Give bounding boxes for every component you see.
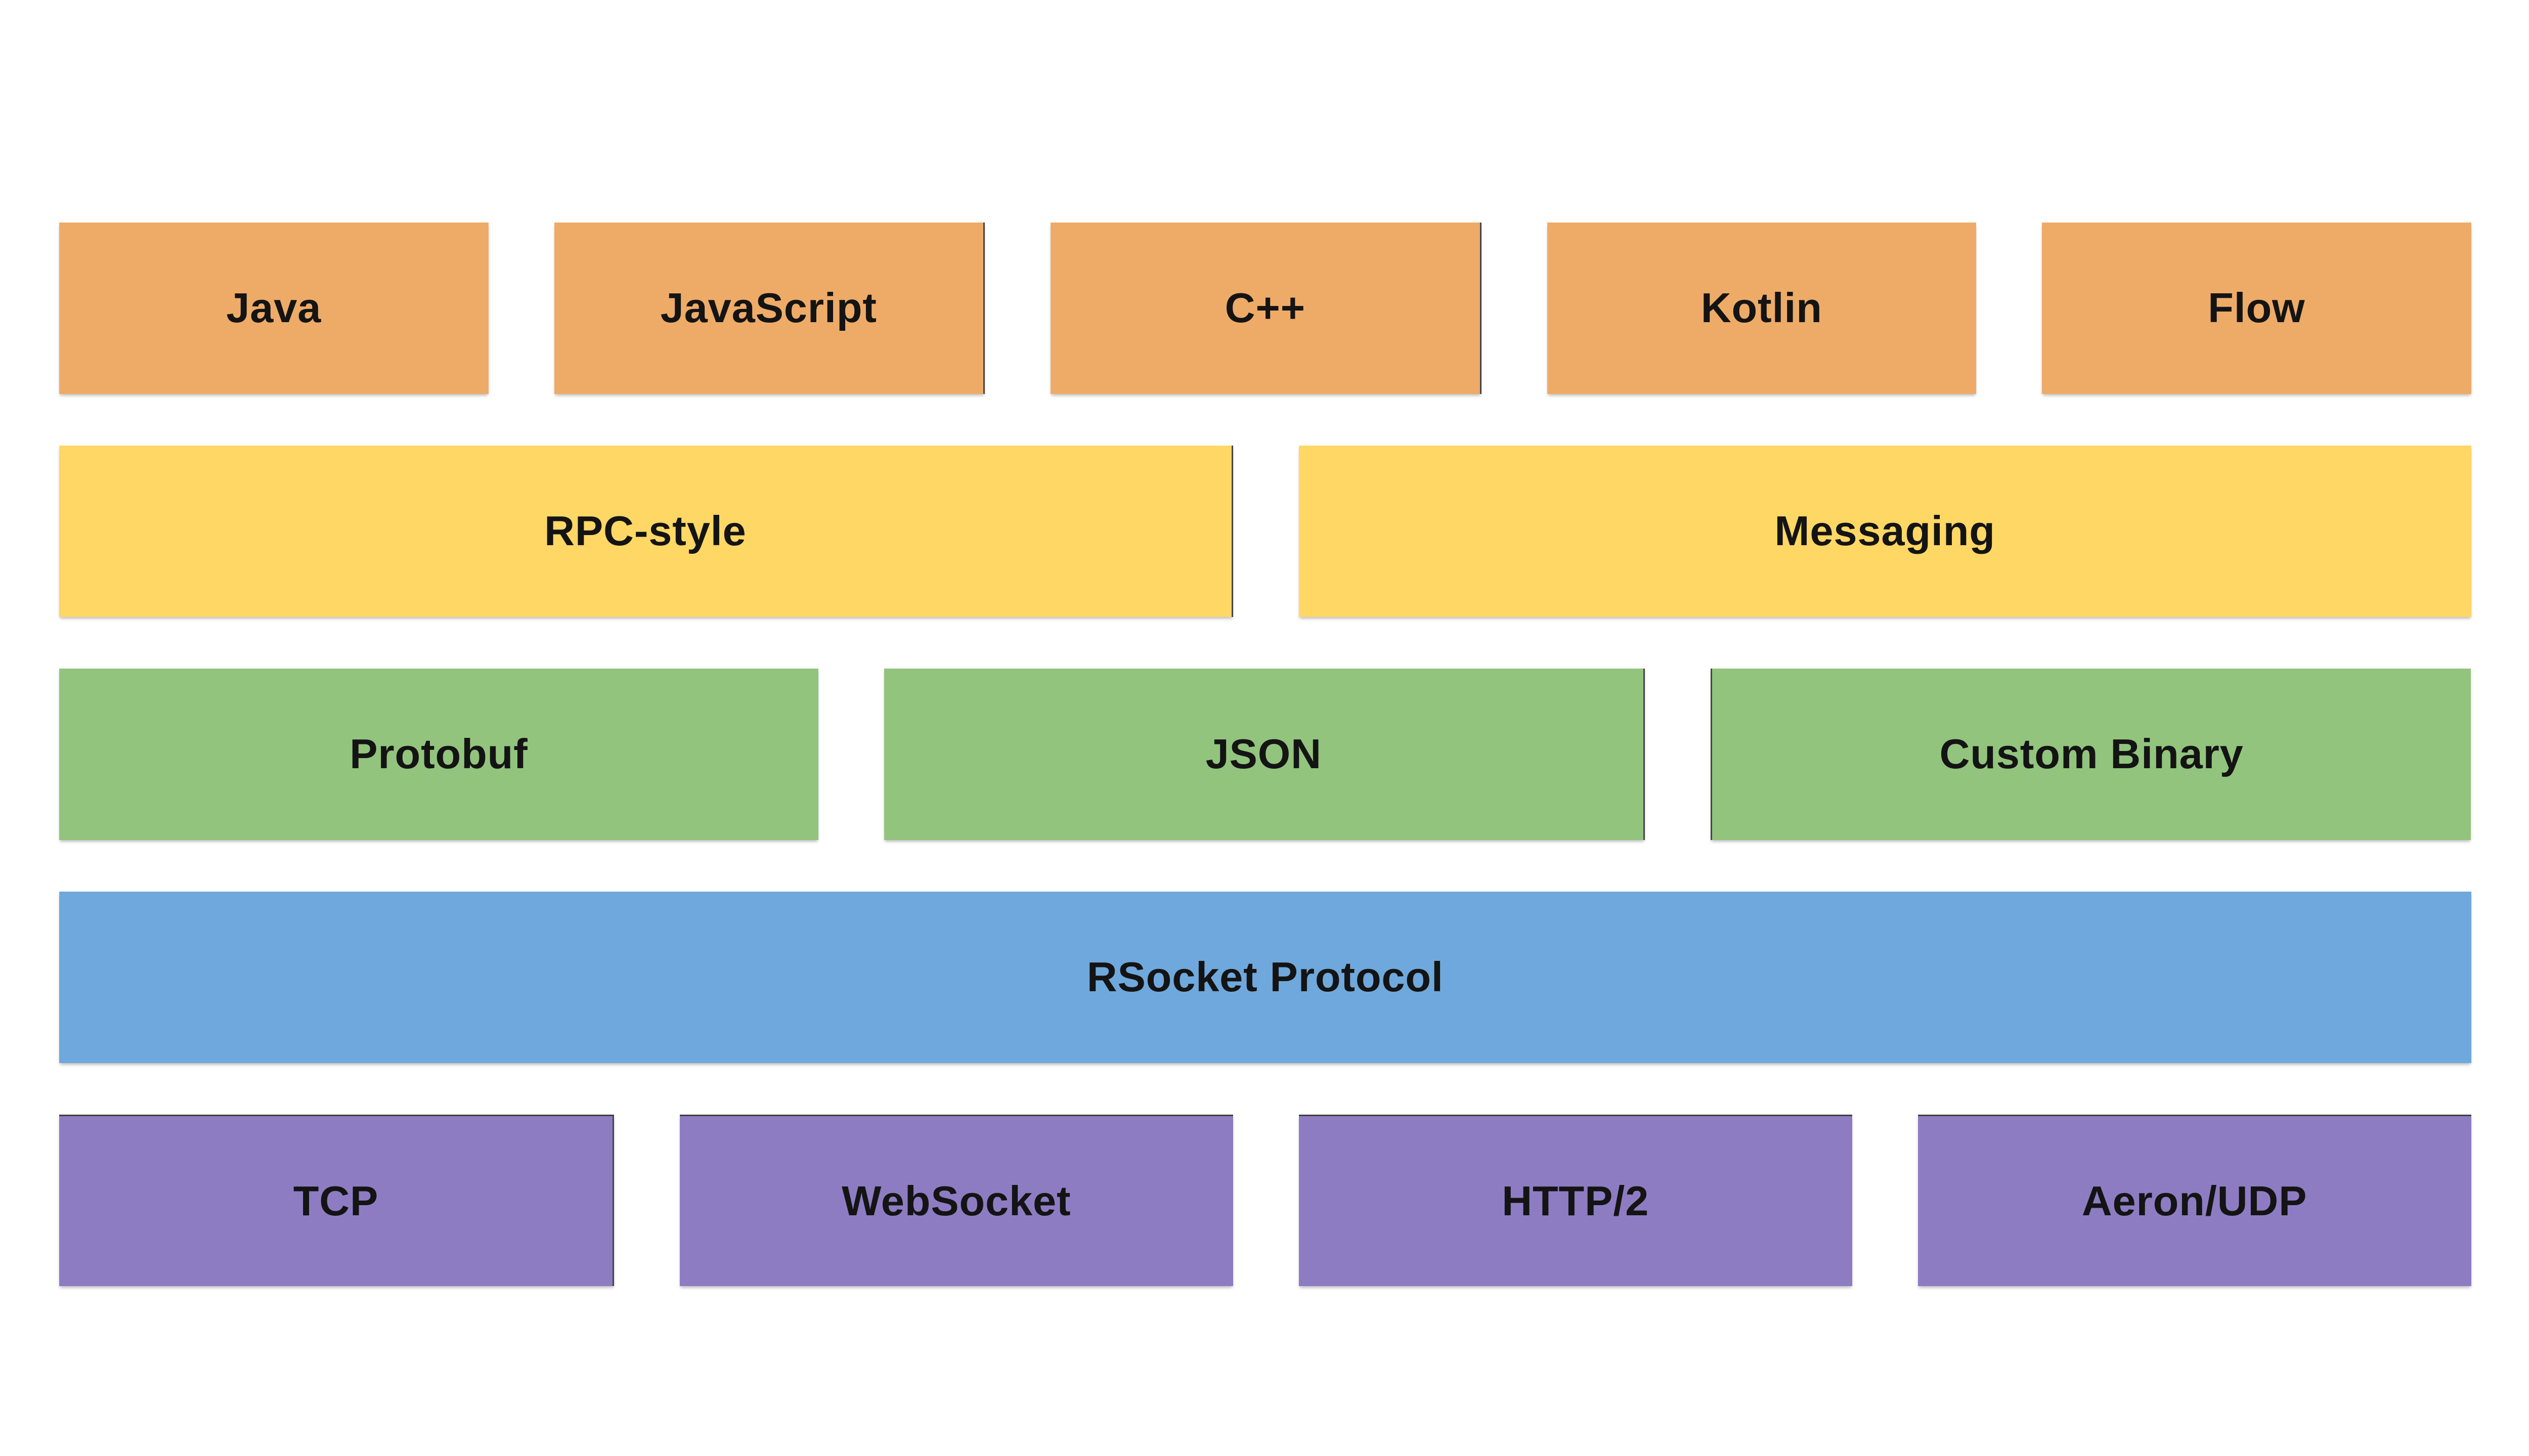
node-java-label: Java xyxy=(226,284,322,331)
node-java: Java xyxy=(59,222,489,394)
row-languages: Java JavaScript C++ Kotlin Flow xyxy=(59,222,2471,394)
node-messaging-label: Messaging xyxy=(1774,507,1995,554)
node-cpp-label: C++ xyxy=(1225,284,1305,331)
diagram-canvas: Java JavaScript C++ Kotlin Flow RPC-styl… xyxy=(59,222,2471,1286)
node-http2: HTTP/2 xyxy=(1298,1114,1852,1286)
node-protobuf: Protobuf xyxy=(59,668,818,840)
node-custom-binary-label: Custom Binary xyxy=(1939,730,2244,777)
node-json-label: JSON xyxy=(1205,730,1322,777)
node-rsocket-protocol-label: RSocket Protocol xyxy=(1086,953,1444,1000)
node-websocket-label: WebSocket xyxy=(842,1177,1071,1224)
node-cpp: C++ xyxy=(1051,222,1481,394)
row-transports: TCP WebSocket HTTP/2 Aeron/UDP xyxy=(59,1114,2471,1286)
row-interaction-models: RPC-style Messaging xyxy=(59,445,2471,617)
node-kotlin-label: Kotlin xyxy=(1700,284,1822,331)
node-messaging: Messaging xyxy=(1298,445,2471,617)
row-protocol: RSocket Protocol xyxy=(59,891,2471,1063)
node-aeron-udp-label: Aeron/UDP xyxy=(2081,1177,2307,1224)
node-flow-label: Flow xyxy=(2208,284,2305,331)
node-tcp-label: TCP xyxy=(293,1177,379,1224)
node-javascript-label: JavaScript xyxy=(660,284,877,331)
node-rpc-style-label: RPC-style xyxy=(544,507,747,554)
node-kotlin: Kotlin xyxy=(1547,222,1976,394)
node-flow: Flow xyxy=(2042,222,2471,394)
node-json: JSON xyxy=(884,668,1645,840)
node-javascript: JavaScript xyxy=(554,222,985,394)
node-rsocket-protocol: RSocket Protocol xyxy=(59,891,2471,1063)
node-custom-binary: Custom Binary xyxy=(1710,668,2471,840)
row-encodings: Protobuf JSON Custom Binary xyxy=(59,668,2471,840)
node-http2-label: HTTP/2 xyxy=(1502,1177,1649,1224)
node-protobuf-label: Protobuf xyxy=(350,730,528,777)
node-websocket: WebSocket xyxy=(679,1114,1233,1286)
stack-rows: Java JavaScript C++ Kotlin Flow RPC-styl… xyxy=(59,222,2471,1286)
node-tcp: TCP xyxy=(59,1114,614,1286)
node-rpc-style: RPC-style xyxy=(59,445,1233,617)
node-aeron-udp: Aeron/UDP xyxy=(1917,1114,2471,1286)
